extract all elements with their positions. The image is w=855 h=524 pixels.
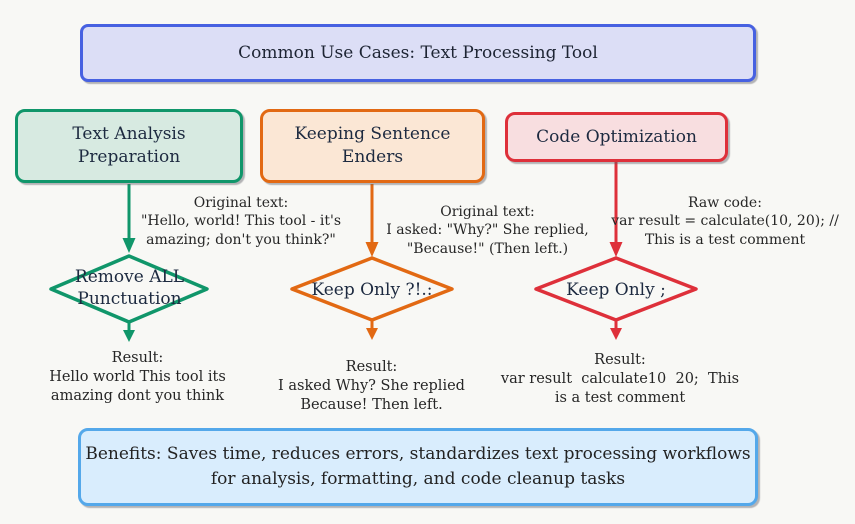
category-box-text-analysis: Text Analysis Preparation — [15, 109, 243, 183]
decision-label-keep-enders: Keep Only ?!.: — [311, 280, 433, 300]
category-box-code-optimization: Code Optimization — [505, 112, 728, 162]
category-label: Keeping Sentence Enders — [294, 124, 451, 167]
benefits-box: Benefits: Saves time, reduces errors, st… — [78, 428, 758, 506]
title-box: Common Use Cases: Text Processing Tool — [80, 24, 756, 82]
input-text-annotation-3: Raw code: var result = calculate(10, 20)… — [611, 195, 839, 248]
benefits-text: Benefits: Saves time, reduces errors, st… — [85, 443, 751, 490]
branch3-short-arrowhead — [610, 328, 622, 340]
result-text-3: Result: var result calculate10 20; This … — [500, 352, 740, 407]
category-label: Code Optimization — [536, 126, 697, 147]
input-text-annotation-2: Original text: I asked: "Why?" She repli… — [386, 204, 589, 257]
input-text-annotation-1: Original text: "Hello, world! This tool … — [140, 195, 342, 248]
result-text-2: Result: I asked Why? She replied Because… — [278, 359, 465, 414]
decision-label-keep-semicolon: Keep Only ; — [566, 280, 666, 300]
category-label: Text Analysis Preparation — [72, 124, 186, 167]
decision-label-remove-punctuation: Remove ALL Punctuation — [74, 267, 185, 309]
branch1-short-arrowhead — [123, 330, 135, 342]
result-text-1: Result: Hello world This tool its amazin… — [49, 350, 226, 405]
branch2-short-arrowhead — [366, 328, 378, 340]
category-box-sentence-enders: Keeping Sentence Enders — [260, 109, 485, 183]
title-text: Common Use Cases: Text Processing Tool — [238, 43, 598, 63]
branch2-arrowhead — [365, 242, 379, 257]
